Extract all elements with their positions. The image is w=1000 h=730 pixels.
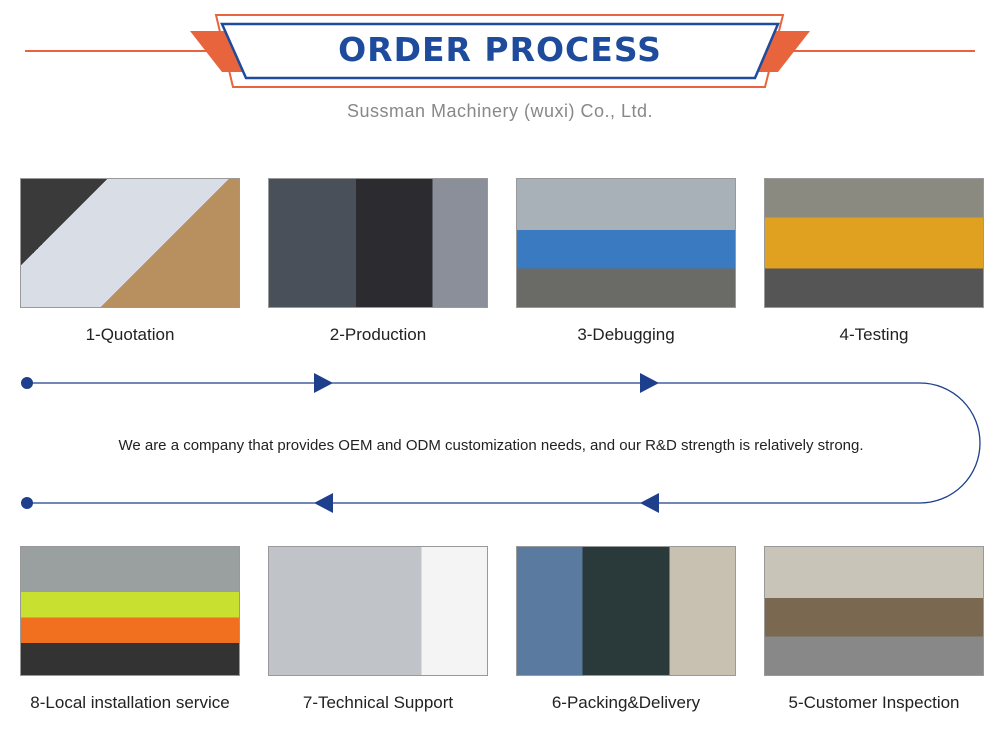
arrow-right-icon bbox=[314, 373, 333, 393]
step-label: 5-Customer Inspection bbox=[788, 693, 960, 712]
page-title: ORDER PROCESS bbox=[338, 30, 662, 69]
inspection-photo bbox=[764, 546, 984, 676]
step-label: 4-Testing bbox=[839, 325, 909, 344]
step-label: 6-Packing&Delivery bbox=[551, 693, 701, 712]
arrow-right-icon bbox=[640, 373, 659, 393]
step-label: 2-Production bbox=[329, 325, 427, 344]
arrow-left-icon bbox=[640, 493, 659, 513]
production-line-photo bbox=[268, 546, 488, 676]
flow-end-dot bbox=[21, 497, 33, 509]
company-name: Sussman Machinery (wuxi) Co., Ltd. bbox=[346, 101, 654, 121]
team-photo bbox=[20, 546, 240, 676]
arrow-left-icon bbox=[314, 493, 333, 513]
machine-testing-photo bbox=[764, 178, 984, 308]
step-label: 7-Technical Support bbox=[302, 693, 454, 712]
machine-operator-photo bbox=[268, 178, 488, 308]
flow-path bbox=[27, 382, 981, 504]
step-label: 8-Local installation service bbox=[30, 693, 230, 712]
step-label: 3-Debugging bbox=[577, 325, 675, 344]
step-label: 1-Quotation bbox=[85, 325, 175, 344]
roll-forming-line-photo bbox=[516, 178, 736, 308]
company-description: We are a company that provides OEM and O… bbox=[118, 437, 864, 454]
container-loading-photo bbox=[516, 546, 736, 676]
office-computer-photo bbox=[20, 178, 240, 308]
title-banner bbox=[25, 14, 975, 88]
flow-start-dot bbox=[21, 377, 33, 389]
